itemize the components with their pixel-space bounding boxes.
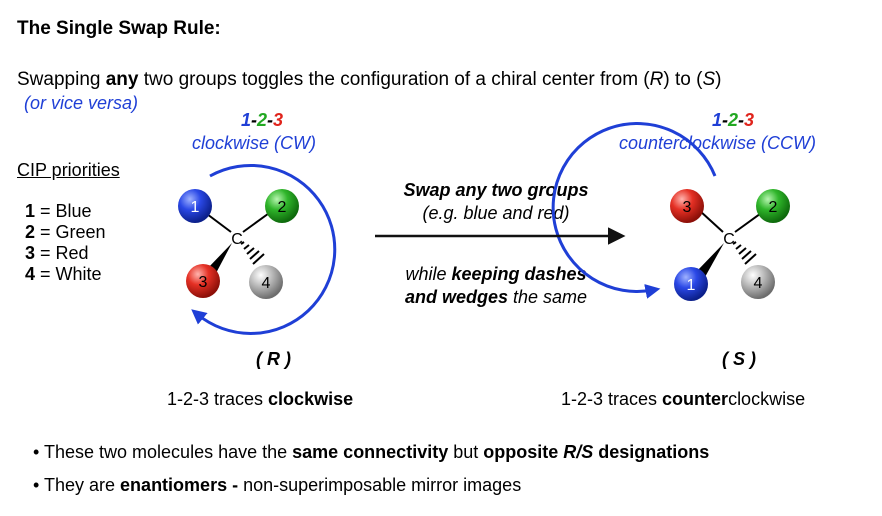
bullet-item: • They are enantiomers - non-superimposa… <box>33 475 521 496</box>
seq-dash: - <box>738 110 745 130</box>
right-direction: counterclockwise (CCW) <box>619 133 817 153</box>
right-config-label: ( S ) <box>722 349 756 369</box>
cip-text: = White <box>35 264 102 284</box>
bond <box>699 210 724 233</box>
atom-priority-2-right: 2 <box>756 189 790 223</box>
bullet-item: • These two molecules have the same conn… <box>33 442 709 463</box>
cip-item: 3 = Red <box>25 243 89 264</box>
wedge-bond <box>697 243 724 277</box>
keep-note-line1: while keeping dashes <box>374 264 618 285</box>
trace-text: clockwise <box>728 389 806 409</box>
atom-priority-1-left: 1 <box>178 189 212 223</box>
cip-item: 4 = White <box>25 264 102 285</box>
bullet-dot: • <box>33 475 40 495</box>
bullet-text: They are <box>44 475 121 495</box>
trace-text: 1-2-3 traces <box>561 389 663 409</box>
cip-title: CIP priorities <box>17 160 120 180</box>
trace-bold: clockwise <box>268 389 354 409</box>
cip-num: 4 <box>25 264 36 284</box>
left-direction: clockwise (CW) <box>192 133 316 153</box>
intro-text-2: two groups toggles the configuration of … <box>138 69 650 90</box>
keep-text: the same <box>507 287 588 307</box>
bullet-text: These two molecules have the <box>44 442 293 462</box>
cip-text: = Blue <box>35 201 92 221</box>
clockwise-arrow <box>191 164 337 335</box>
keep-bold: keeping dashes <box>451 264 587 284</box>
atom-label: 4 <box>754 275 763 292</box>
left-sequence: 1-2-3 <box>241 110 283 131</box>
swap-example: (e.g. blue and red) <box>422 203 570 223</box>
bullet-bold: opposite <box>483 442 564 462</box>
atom-label: 3 <box>199 274 208 291</box>
seq-2: 2 <box>728 110 739 130</box>
cip-item: 1 = Blue <box>25 201 92 222</box>
bullet-bold-italic: R/S <box>563 442 594 462</box>
cip-num: 3 <box>25 243 36 263</box>
atom-priority-4-left: 4 <box>249 265 283 299</box>
atom-label: 2 <box>278 199 287 216</box>
intro-text-4: ) <box>715 69 722 90</box>
atom-label: 1 <box>687 277 696 294</box>
atom-priority-1-right: 1 <box>674 267 708 301</box>
atom-label: 3 <box>683 199 692 216</box>
dash-bond <box>240 241 265 265</box>
atom-priority-2-left: 2 <box>265 189 299 223</box>
bullet-text: but <box>448 442 484 462</box>
cip-text: = Red <box>35 243 89 263</box>
keep-bold: and wedges <box>404 287 508 307</box>
trace-bold: counter <box>662 389 729 409</box>
atom-label: 2 <box>769 199 778 216</box>
intro-s: S <box>702 69 716 90</box>
bullet-bold: same connectivity <box>292 442 449 462</box>
bullet-dot: • <box>33 442 40 462</box>
atom-priority-3-right: 3 <box>670 189 704 223</box>
carbon-center-right: C <box>723 231 735 248</box>
cip-num: 1 <box>25 201 36 221</box>
counterclockwise-arrow <box>551 122 717 299</box>
cip-num: 2 <box>25 222 36 242</box>
atom-label: 4 <box>262 275 271 292</box>
page-title: The Single Swap Rule: <box>17 18 221 39</box>
seq-1: 1 <box>712 110 723 130</box>
keep-text: while <box>405 264 452 284</box>
wedge-bond <box>207 243 232 275</box>
seq-1: 1 <box>241 110 252 130</box>
seq-2: 2 <box>257 110 268 130</box>
bullet-bold: enantiomers - <box>120 475 239 495</box>
intro-any: any <box>105 69 139 90</box>
left-config-label: ( R ) <box>256 349 291 369</box>
atom-priority-4-right: 4 <box>741 265 775 299</box>
intro-r: R <box>649 69 664 90</box>
left-trace-text: 1-2-3 traces clockwise <box>167 389 353 410</box>
seq-dash: - <box>722 110 729 130</box>
bond <box>242 210 273 233</box>
vice-versa-note: (or vice versa) <box>24 93 139 113</box>
swap-instruction: Swap any two groups <box>403 180 589 200</box>
right-sequence: 1-2-3 <box>712 110 754 131</box>
intro-text-1: Swapping <box>17 69 106 90</box>
bullet-bold: designations <box>593 442 710 462</box>
atom-label: 1 <box>191 199 200 216</box>
keep-note-line2: and wedges the same <box>374 287 618 308</box>
atom-priority-3-left: 3 <box>186 264 220 298</box>
carbon-center-left: C <box>231 231 243 248</box>
intro-sentence: Swapping any two groups toggles the conf… <box>17 69 721 91</box>
seq-dash: - <box>251 110 258 130</box>
cip-item: 2 = Green <box>25 222 106 243</box>
seq-dash: - <box>267 110 274 130</box>
bullet-text: non-superimposable mirror images <box>238 475 522 495</box>
dash-bond <box>732 241 757 265</box>
trace-text: 1-2-3 traces <box>167 389 269 409</box>
seq-3: 3 <box>273 110 284 130</box>
seq-3: 3 <box>744 110 755 130</box>
intro-text-3: ) to ( <box>663 69 703 90</box>
right-trace-text: 1-2-3 traces counterclockwise <box>561 389 805 410</box>
cip-text: = Green <box>35 222 106 242</box>
